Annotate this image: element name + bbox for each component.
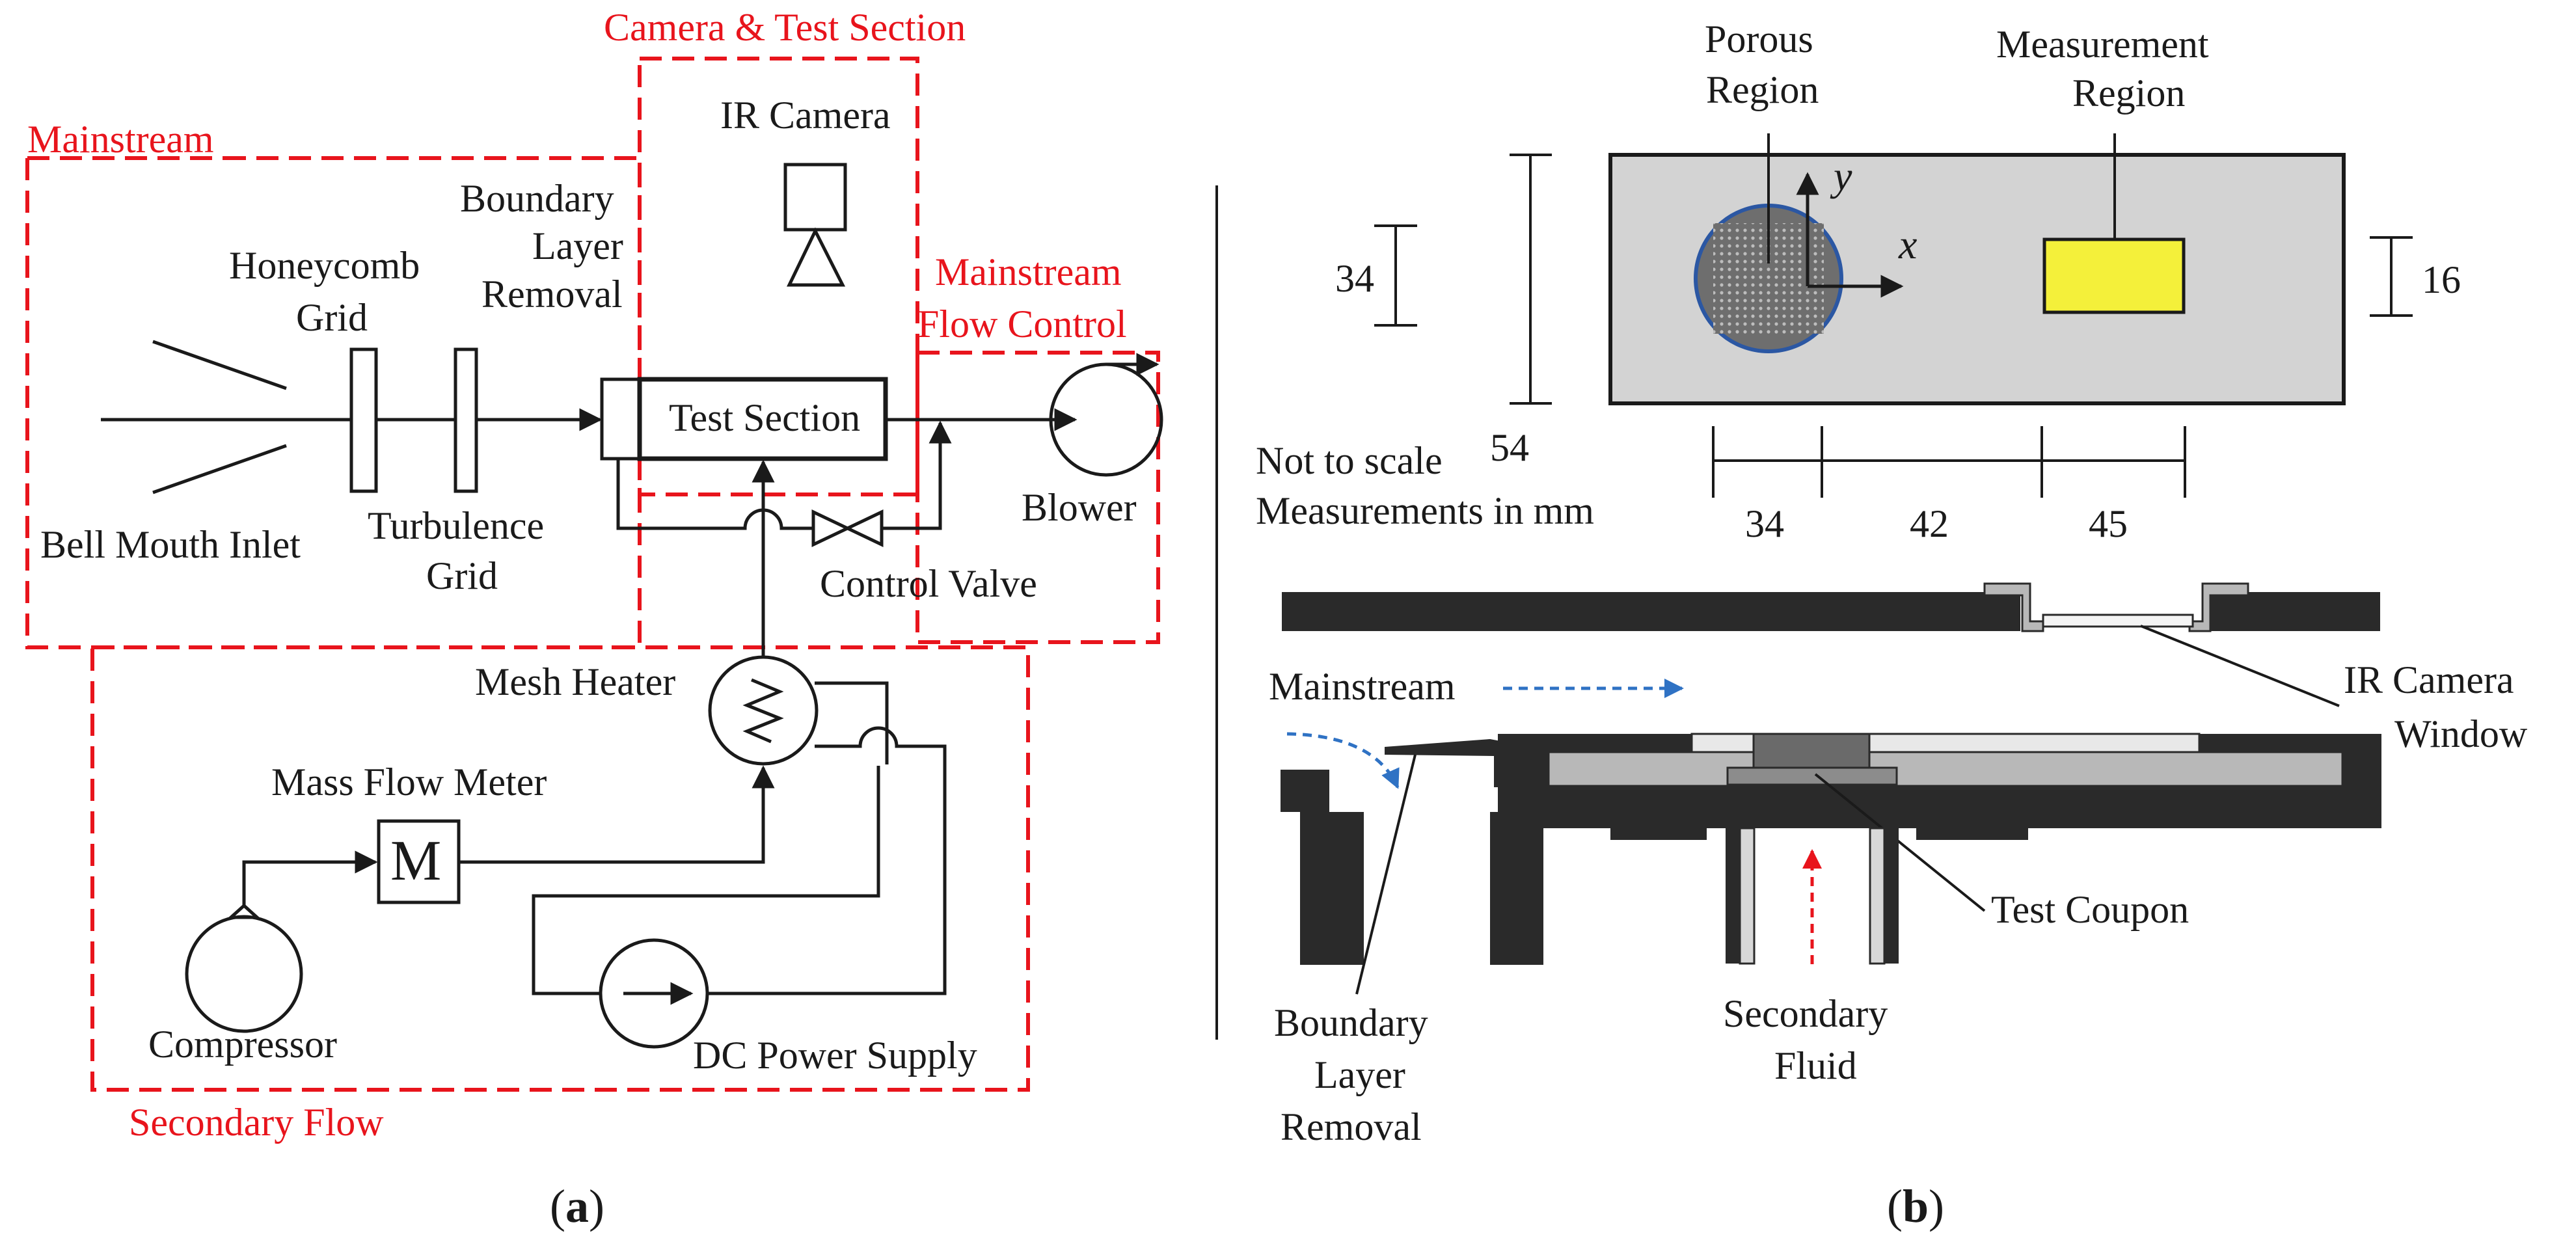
side-bl-label-2: Layer: [1314, 1053, 1405, 1096]
scale-note-2: Measurements in mm: [1256, 489, 1594, 532]
secondary-fluid-label-2: Fluid: [1774, 1044, 1857, 1087]
axis-x-label: x: [1898, 221, 1917, 267]
measurement-region: [2042, 237, 2186, 314]
secondary-flow-box: [90, 645, 1030, 1092]
side-body-lower: [1498, 789, 2381, 828]
test-coupon-label: Test Coupon: [1991, 888, 2189, 931]
bl-duct-right: [1490, 812, 1543, 965]
honeycomb-grid: [349, 347, 378, 493]
porous-region-label-2: Region: [1706, 68, 1819, 111]
bl-duct-left-top: [1281, 770, 1329, 812]
control-valve-label: Control Valve: [820, 562, 1037, 605]
honeycomb-label-2: Grid: [296, 296, 368, 339]
meter-symbol: M: [390, 830, 441, 893]
window-frame-left: [1983, 582, 2044, 632]
test-section-label: Test Section: [669, 396, 860, 439]
panel-b-caption: (b): [1887, 1180, 1944, 1232]
bl-removal-box: [600, 377, 642, 461]
axis-y-label: y: [1830, 153, 1852, 199]
secondary-fluid-label-1: Secondary: [1723, 992, 1888, 1035]
mesh-heater-coil: [742, 678, 784, 744]
honeycomb-label-1: Honeycomb: [229, 244, 420, 287]
panel-a-caption: (a): [550, 1180, 604, 1232]
turbulence-label-2: Grid: [426, 554, 498, 597]
ir-window-glass: [2042, 614, 2194, 628]
dc-power-supply-label: DC Power Supply: [693, 1034, 977, 1077]
blower-label: Blower: [1022, 486, 1137, 529]
bl-removal-label-1: Boundary: [460, 177, 614, 220]
side-bl-label-3: Removal: [1281, 1105, 1422, 1148]
dim-34-left: 34: [1335, 257, 1374, 300]
ir-camera-window-label-1: IR Camera: [2344, 658, 2514, 701]
bl-suction-arrow: [1286, 732, 1400, 789]
ir-camera-label: IR Camera: [720, 94, 891, 137]
top-plate-left: [1282, 592, 2020, 631]
bl-removal-label-2: Layer: [532, 224, 623, 267]
mainstream-box-label: Mainstream: [27, 118, 214, 161]
flow-control-label-1: Mainstream: [935, 250, 1122, 293]
mass-flow-meter: [377, 819, 461, 904]
control-valve: [811, 509, 884, 547]
plenum-tube-left: [1726, 828, 1740, 964]
dim-45: 45: [2089, 502, 2128, 545]
dim-34-bottom: 34: [1745, 502, 1784, 545]
flow-control-label-2: Flow Control: [917, 303, 1127, 345]
mainstream-box: [25, 156, 642, 649]
coupon-flange: [1726, 766, 1898, 786]
camera-test-section-box: [638, 57, 919, 496]
measurement-region-label-1: Measurement: [1996, 23, 2209, 66]
top-plate-right: [2211, 592, 2380, 631]
porous-region-label-1: Porous: [1705, 18, 1813, 61]
mesh-heater-label: Mesh Heater: [475, 660, 675, 703]
test-coupon: [1752, 733, 1871, 773]
panel-a: Mainstream Camera & Test Section Mainstr…: [25, 6, 1163, 1232]
secondary-flow-label: Secondary Flow: [129, 1101, 384, 1144]
scale-note-1: Not to scale: [1256, 439, 1443, 482]
turbulence-grid: [454, 347, 478, 493]
compressor: [185, 915, 303, 1033]
leading-edge: [1385, 739, 1511, 787]
panel-b: Porous Region y x Measurement Region 34 …: [1256, 18, 2528, 1232]
carrier-plate: [1547, 751, 2344, 787]
turbulence-label-1: Turbulence: [368, 504, 544, 547]
plenum-tube-right: [1884, 828, 1899, 964]
flow-control-box: [915, 351, 1160, 644]
dim-42: 42: [1910, 502, 1949, 545]
side-bl-label-1: Boundary: [1274, 1001, 1428, 1044]
ir-camera-lens: [787, 227, 846, 287]
mass-flow-meter-label: Mass Flow Meter: [271, 761, 547, 803]
dim-54: 54: [1490, 426, 1529, 469]
dim-16: 16: [2422, 258, 2461, 301]
bl-duct-left: [1300, 812, 1364, 965]
bl-removal-label-3: Removal: [481, 273, 623, 316]
side-mainstream-label: Mainstream: [1269, 665, 1456, 708]
bell-mouth-inlet-label: Bell Mouth Inlet: [40, 523, 301, 566]
ir-camera-body: [783, 163, 847, 232]
window-frame-right: [2188, 582, 2249, 632]
ir-camera-window-label-2: Window: [2394, 712, 2528, 755]
measurement-region-label-2: Region: [2072, 72, 2185, 115]
camera-test-section-label: Camera & Test Section: [604, 6, 966, 49]
compressor-label: Compressor: [148, 1023, 337, 1066]
